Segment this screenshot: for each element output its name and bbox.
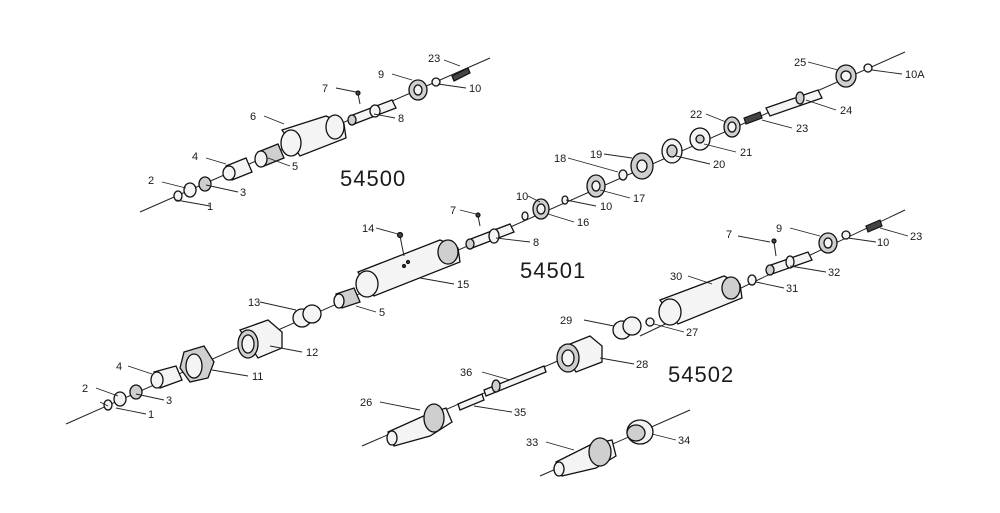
callout-1: 1 (207, 201, 213, 213)
part-3-bearing (129, 384, 143, 400)
callout-2: 2 (148, 175, 154, 187)
callout-10: 10 (516, 191, 528, 203)
callout-31: 31 (786, 283, 798, 295)
assembly-label-54501: 54501 (520, 258, 586, 283)
assembly-label-54502: 54502 (668, 362, 734, 387)
callout-22: 22 (690, 109, 702, 121)
callout-20: 20 (713, 159, 725, 171)
callout-16: 16 (577, 217, 589, 229)
callout-7: 7 (322, 83, 328, 95)
assembly-54501: 1 2 3 4 11 12 13 5 14 15 7 8 10 16 10 17… (65, 51, 925, 425)
callout-19: 19 (590, 149, 602, 161)
part-31-ring (747, 274, 757, 286)
callout-8: 8 (533, 237, 539, 249)
callout-24: 24 (840, 105, 852, 117)
callout-6: 6 (250, 111, 256, 123)
part-7-pin (355, 90, 361, 96)
callout-5: 5 (292, 161, 298, 173)
callout-17: 17 (633, 193, 645, 205)
callout-27: 27 (686, 327, 698, 339)
callout-14: 14 (362, 223, 374, 235)
callout-18: 18 (554, 153, 566, 165)
part-10-oring (431, 77, 441, 87)
callout-7: 7 (726, 229, 732, 241)
part-23-spring (451, 67, 471, 82)
callout-23: 23 (910, 231, 922, 243)
part-7-pin (475, 212, 481, 218)
callout-34: 34 (678, 435, 690, 447)
part-35-pin (457, 393, 485, 411)
callout-29: 29 (560, 315, 572, 327)
part-23-spring (865, 219, 883, 233)
callout-4: 4 (116, 361, 122, 373)
callout-4: 4 (192, 151, 198, 163)
callout-9: 9 (776, 223, 782, 235)
assembly-label-54500: 54500 (340, 166, 406, 191)
callout-23: 23 (796, 123, 808, 135)
callout-1: 1 (148, 409, 154, 421)
callout-12: 12 (306, 347, 318, 359)
part-2-washer (113, 391, 127, 407)
part-2-washer (183, 182, 197, 198)
callout-11: 11 (252, 371, 263, 383)
callout-9: 9 (378, 69, 384, 81)
callout-25: 25 (794, 57, 806, 69)
callout-21: 21 (740, 147, 752, 159)
callout-35: 35 (514, 407, 526, 419)
part-10-oring (521, 211, 529, 221)
part-3-bearing (198, 176, 212, 192)
callout-2: 2 (82, 383, 88, 395)
callout-8: 8 (398, 113, 404, 125)
callout-10a: 10A (905, 69, 925, 81)
callout-15: 15 (457, 279, 469, 291)
part-10a-oring (863, 63, 873, 73)
part-23-spring (743, 111, 763, 125)
callout-23: 23 (428, 53, 440, 65)
callout-28: 28 (636, 359, 648, 371)
callout-3: 3 (166, 395, 172, 407)
callout-33: 33 (526, 437, 538, 449)
callout-7: 7 (450, 205, 456, 217)
part-1-ring (173, 190, 183, 202)
part-7-pin (771, 238, 777, 244)
assembly-54502: 7 9 10 23 32 31 30 27 29 28 36 35 26 33 … (360, 209, 922, 477)
callout-10: 10 (877, 237, 889, 249)
part-1-ring (103, 399, 113, 411)
callout-32: 32 (828, 267, 840, 279)
callout-30: 30 (670, 271, 682, 283)
part-18-ring (618, 169, 628, 181)
part-27-ring (645, 317, 655, 327)
callout-36: 36 (460, 367, 472, 379)
assembly-54500: 1 2 3 4 5 6 7 8 9 10 23 54500 (139, 53, 491, 213)
callout-26: 26 (360, 397, 372, 409)
callout-10: 10 (469, 83, 481, 95)
callout-3: 3 (240, 187, 246, 199)
callout-10b: 10 (600, 201, 612, 213)
callout-13: 13 (248, 297, 260, 309)
callout-5: 5 (379, 307, 385, 319)
part-10-oring (841, 230, 851, 240)
part-14-screw (396, 231, 404, 239)
